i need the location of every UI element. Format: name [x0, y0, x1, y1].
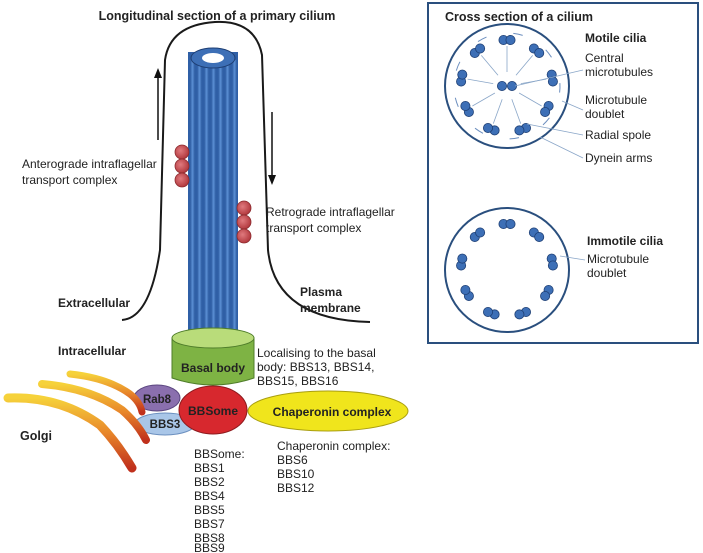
chaperonin-label: Chaperonin complex	[273, 405, 392, 419]
retrograde-label-line1: Retrograde intraflagellar	[266, 205, 395, 219]
motile-label: doublet	[585, 107, 625, 121]
dynein-arm	[542, 117, 550, 126]
axoneme	[188, 47, 238, 342]
microtubule-doublet-dot	[534, 48, 545, 59]
golgi-apparatus: Golgi	[3, 370, 150, 473]
microtubule-doublet-dot	[460, 284, 471, 295]
retrograde-ift-particles	[236, 200, 252, 244]
basal-note-line1: Localising to the basal	[257, 346, 376, 360]
basal-body: Basal body	[171, 327, 255, 386]
radial-spoke	[492, 99, 503, 124]
microtubule-doublet-dot	[475, 227, 486, 238]
basal-note-line3: BBS15, BBS16	[257, 374, 339, 388]
chaperonin-list-item: BBS12	[277, 481, 315, 495]
microtubule-doublet-dot	[547, 260, 558, 271]
dynein-arm	[509, 137, 520, 140]
motile-leader-lines	[514, 69, 584, 159]
immotile-label: doublet	[587, 266, 627, 280]
bbsome-list-item: BBS8	[194, 531, 225, 545]
bbsome: BBSome	[178, 385, 248, 435]
rab8-label: Rab8	[143, 394, 172, 406]
immotile-label: Microtubule	[587, 252, 649, 266]
anterograde-label-line2: transport complex	[22, 173, 117, 187]
extracellular-label: Extracellular	[58, 296, 130, 310]
retrograde-arrow	[268, 112, 276, 185]
bbsome-list-item: BBS4	[194, 489, 225, 503]
central-microtubule-dot	[496, 81, 507, 92]
microtubule-doublet-dot	[475, 43, 486, 54]
chaperonin-list: Chaperonin complex: BBS6 BBS10 BBS12	[277, 439, 390, 495]
chaperonin-list-item: Chaperonin complex:	[277, 439, 390, 453]
microtubule-doublet-dot	[514, 125, 525, 136]
microtubule-doublet-dot	[460, 101, 471, 112]
chaperonin-complex: Chaperonin complex	[247, 390, 409, 432]
microtubule-doublet-dot	[547, 76, 558, 87]
bbsome-list-item: BBS1	[194, 461, 225, 475]
bbs3-label: BBS3	[150, 419, 181, 431]
plasma-membrane-label-line2: membrane	[300, 301, 361, 315]
radial-spoke	[515, 55, 534, 76]
anterograde-ift-particles	[174, 144, 190, 188]
intracellular-label: Intracellular	[58, 344, 126, 358]
basal-note-line2: body: BBS13, BBS14,	[257, 360, 374, 374]
chaperonin-list-item: BBS10	[277, 467, 315, 481]
bbsome-list-item: BBS7	[194, 517, 225, 531]
microtubule-doublet-dot	[540, 290, 551, 301]
motile-label: Central	[585, 51, 624, 65]
radial-spoke	[480, 55, 499, 76]
plasma-membrane-outline	[121, 20, 371, 323]
motile-label: Microtubule	[585, 93, 647, 107]
motile-cross-section	[444, 23, 570, 149]
radial-spoke	[472, 92, 496, 107]
dynein-arm	[454, 97, 459, 107]
immotile-title: Immotile cilia	[587, 234, 663, 248]
dynein-arm	[474, 127, 484, 134]
microtubule-doublet-dot	[457, 69, 468, 80]
basal-body-label: Basal body	[181, 361, 245, 375]
radial-spoke	[467, 78, 494, 84]
retrograde-label-line2: transport complex	[266, 221, 361, 235]
microtubule-doublet-dot	[505, 35, 516, 46]
microtubule-doublet-dot	[505, 218, 516, 229]
microtubule-doublet-dot	[540, 107, 551, 118]
motile-label: Radial spole	[585, 128, 651, 142]
motile-label: Dynein arms	[585, 151, 652, 165]
motile-title: Motile cilia	[585, 31, 647, 45]
bbsome-list: BBSome: BBS1 BBS2 BBS4 BBS5 BBS7 BBS8 BB…	[194, 447, 245, 553]
microtubule-doublet-dot	[482, 306, 493, 317]
motile-label: microtubules	[585, 65, 653, 79]
dynein-arm	[513, 32, 523, 36]
bbsome-list-item: BBS5	[194, 503, 225, 517]
plasma-membrane-label-line1: Plasma	[300, 285, 342, 299]
right-title: Cross section of a cilium	[445, 10, 593, 24]
chaperonin-list-item: BBS6	[277, 453, 308, 467]
microtubule-doublet-dot	[514, 309, 525, 320]
bbsome-list-item: BBSome:	[194, 447, 245, 461]
radial-spoke	[518, 92, 542, 107]
immotile-cross-section	[444, 207, 570, 333]
microtubule-doublet-dot	[457, 253, 468, 264]
bbsome-list-item: BBS9	[194, 541, 225, 553]
immotile-leader-line	[559, 255, 586, 261]
golgi-label: Golgi	[20, 429, 52, 443]
microtubule-doublet-dot	[482, 123, 493, 134]
bbsome-label: BBSome	[188, 404, 238, 418]
dynein-arm	[455, 61, 461, 71]
microtubule-doublet-dot	[534, 231, 545, 242]
dynein-arm	[477, 36, 487, 43]
anterograde-label-line1: Anterograde intraflagellar	[22, 157, 157, 171]
radial-spoke	[511, 99, 522, 124]
left-title: Longitudinal section of a primary cilium	[99, 9, 336, 23]
anterograde-arrow	[154, 68, 162, 140]
bbsome-list-item: BBS2	[194, 475, 225, 489]
dynein-arm	[545, 49, 552, 58]
